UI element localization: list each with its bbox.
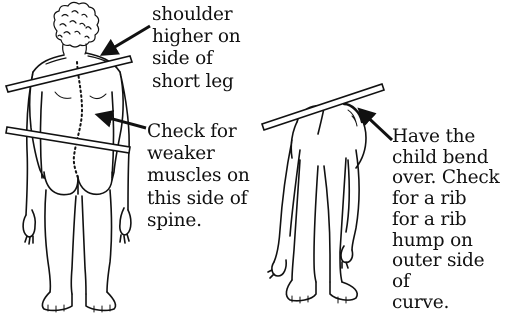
hip-level-bar (6, 127, 130, 153)
bending-figure-icon (268, 102, 366, 303)
muscles-annotation: Check for weaker muscles on this side of… (147, 121, 272, 232)
bend-over-annotation: Have the child bend over. Check for a ri… (392, 127, 506, 313)
standing-figure-icon (23, 2, 131, 312)
shoulder-level-bar (6, 56, 132, 92)
shoulder-annotation: shoulder higher on side of short leg (152, 4, 302, 93)
curly-hair-icon (54, 2, 99, 54)
shoulder-arrow (103, 26, 150, 54)
